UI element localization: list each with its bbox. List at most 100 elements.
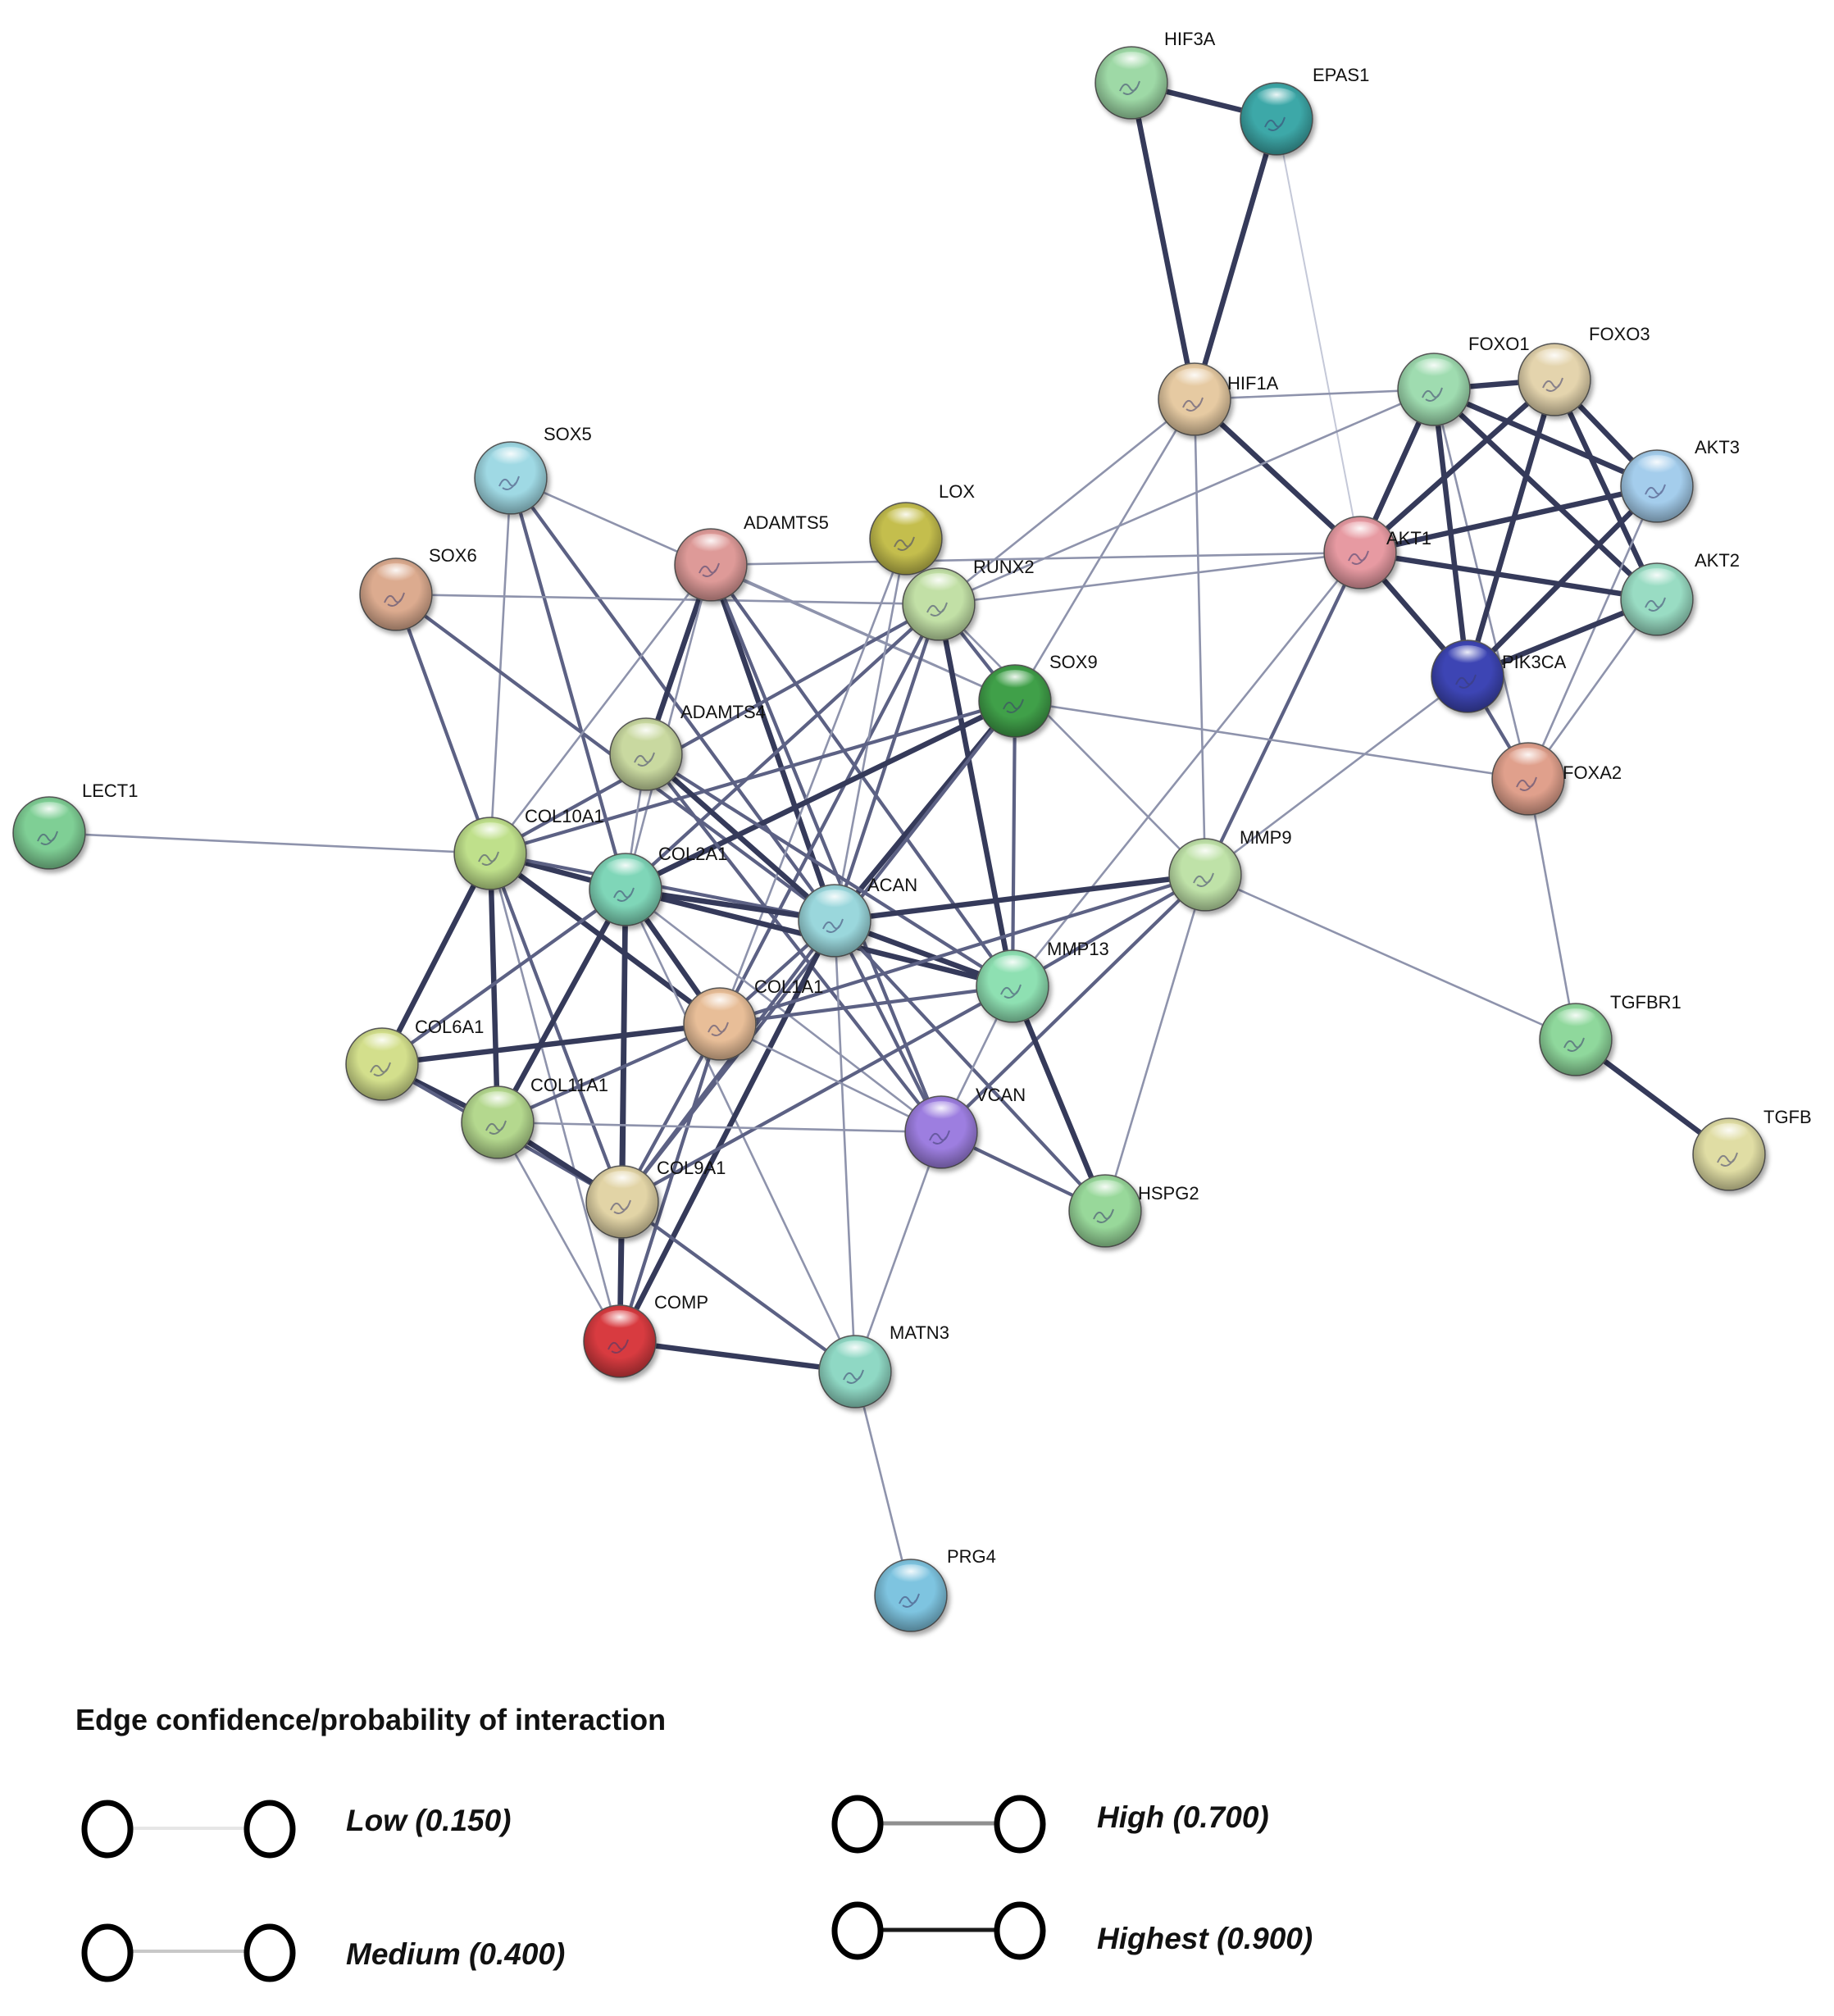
- node-mmp13[interactable]: MMP13: [976, 939, 1109, 1023]
- edge-akt1-akt2: [1357, 549, 1660, 603]
- node-acan[interactable]: ACAN: [798, 875, 917, 958]
- node-hif1a[interactable]: HIF1A: [1158, 362, 1279, 436]
- edge-vcan-matn3: [853, 1131, 943, 1373]
- edge-akt1-mmp13: [1011, 551, 1362, 988]
- node-label: COL2A1: [658, 844, 727, 864]
- node-col2a1[interactable]: COL2A1: [589, 844, 727, 926]
- node-vcan[interactable]: VCAN: [904, 1085, 1026, 1169]
- node-prg4[interactable]: PRG4: [874, 1546, 996, 1632]
- legend-node-left: [831, 1795, 884, 1854]
- edge-acan-vcan: [832, 918, 944, 1135]
- node-gloss: [1634, 455, 1680, 480]
- edge-lect1-col10a1: [48, 831, 492, 855]
- edge-foxo3-akt2: [1551, 376, 1660, 603]
- edge-akt2-foxa2: [1527, 598, 1659, 780]
- edge-adamts4-vcan: [644, 752, 944, 1135]
- node-label: COL10A1: [525, 806, 604, 826]
- node-gloss: [1082, 1180, 1128, 1205]
- node-pik3ca[interactable]: PIK3CA: [1431, 639, 1567, 713]
- legend-item-high: High (0.700): [831, 1795, 1269, 1854]
- node-gloss: [992, 670, 1038, 695]
- edge-epas1-hif1a: [1191, 116, 1280, 403]
- edge-foxo3-akt1: [1357, 376, 1558, 556]
- node-sox6[interactable]: SOX6: [359, 545, 477, 631]
- protein-structure-icon: [498, 476, 520, 490]
- node-gloss: [918, 1101, 964, 1126]
- node-sox9[interactable]: SOX9: [978, 652, 1098, 738]
- legend-node-left: [81, 1923, 134, 1982]
- edge-sox6-col10a1: [394, 592, 493, 856]
- node-gloss: [990, 955, 1035, 981]
- node-label: FOXO1: [1468, 334, 1530, 354]
- node-foxa2[interactable]: FOXA2: [1491, 742, 1622, 816]
- node-matn3[interactable]: MATN3: [818, 1322, 949, 1408]
- node-foxo1[interactable]: FOXO1: [1397, 334, 1530, 426]
- edge-comp-matn3: [617, 1338, 858, 1375]
- node-runx2[interactable]: RUNX2: [902, 557, 1035, 641]
- edge-akt3-foxa2: [1527, 485, 1659, 780]
- node-label: FOXA2: [1563, 762, 1622, 783]
- node-label: MATN3: [890, 1322, 949, 1343]
- node-comp[interactable]: COMP: [583, 1292, 708, 1378]
- protein-structure-icon: [1003, 699, 1024, 713]
- edge-matn3-prg4: [853, 1370, 912, 1597]
- edge-col2a1-vcan: [624, 888, 943, 1134]
- edge-adamts4-acan: [643, 751, 838, 924]
- node-hif3a[interactable]: HIF3A: [1094, 29, 1216, 120]
- node-tgfbr1[interactable]: TGFBR1: [1539, 992, 1682, 1076]
- edge-akt3-pik3ca: [1464, 483, 1660, 680]
- node-adamts4[interactable]: ADAMTS4: [609, 702, 766, 791]
- node-foxo3[interactable]: FOXO3: [1518, 324, 1650, 416]
- legend-node-left: [831, 1901, 884, 1960]
- edge-foxa2-sox9: [1013, 699, 1530, 780]
- edge-layer: [48, 80, 1732, 1597]
- node-gloss: [359, 1033, 405, 1058]
- legend-node-right: [243, 1800, 296, 1859]
- node-hspg2[interactable]: HSPG2: [1068, 1174, 1199, 1248]
- node-akt3[interactable]: AKT3: [1620, 437, 1740, 523]
- node-gloss: [1531, 348, 1577, 374]
- node-akt1[interactable]: AKT1: [1323, 516, 1431, 589]
- edge-col2a1-matn3: [624, 888, 857, 1373]
- node-sox5[interactable]: SOX5: [474, 424, 592, 515]
- legend-node-right: [243, 1923, 296, 1982]
- edge-mmp9-mmp13: [1010, 872, 1208, 989]
- edge-akt1-mmp9: [1203, 550, 1363, 877]
- edge-acan-matn3: [833, 919, 857, 1373]
- node-epas1[interactable]: EPAS1: [1240, 65, 1369, 156]
- edge-mmp13-hspg2: [1009, 983, 1108, 1214]
- edge-col11a1-comp: [496, 1121, 621, 1343]
- edge-foxo3-pik3ca: [1464, 376, 1558, 680]
- node-lect1[interactable]: LECT1: [12, 780, 138, 870]
- node-col9a1[interactable]: COL9A1: [585, 1158, 726, 1239]
- node-label: TGFB: [1763, 1107, 1812, 1127]
- node-lox[interactable]: LOX: [869, 481, 975, 576]
- edge-adamts5-sox9: [709, 563, 1017, 703]
- node-col1a1[interactable]: COL1A1: [683, 976, 823, 1061]
- legend-title: Edge confidence/probability of interacti…: [75, 1703, 666, 1736]
- protein-structure-icon: [1645, 484, 1666, 498]
- node-label: ACAN: [867, 875, 917, 895]
- edge-sox9-col10a1: [488, 699, 1017, 856]
- node-label: FOXO3: [1589, 324, 1650, 344]
- node-col11a1[interactable]: COL11A1: [461, 1075, 608, 1159]
- node-gloss: [26, 802, 72, 827]
- edge-col2a1-col11a1: [494, 886, 629, 1126]
- edge-sox9-col2a1: [622, 698, 1018, 893]
- node-gloss: [603, 858, 648, 884]
- edge-lox-acan: [833, 537, 908, 922]
- node-col6a1[interactable]: COL6A1: [345, 1017, 484, 1101]
- node-tgfb[interactable]: TGFB: [1692, 1107, 1812, 1191]
- node-label: ADAMTS4: [680, 702, 766, 722]
- edge-adamts5-col10a1: [489, 563, 712, 855]
- edge-pik3ca-mmp9: [1204, 675, 1469, 876]
- edge-col1a1-col6a1: [379, 1021, 723, 1067]
- node-mmp9[interactable]: MMP9: [1168, 827, 1292, 912]
- protein-structure-icon: [370, 1062, 391, 1076]
- node-col10a1[interactable]: COL10A1: [453, 806, 604, 890]
- node-akt2[interactable]: AKT2: [1620, 550, 1740, 636]
- node-label: PRG4: [947, 1546, 996, 1567]
- node-label: MMP13: [1047, 939, 1109, 959]
- node-adamts5[interactable]: ADAMTS5: [674, 512, 829, 602]
